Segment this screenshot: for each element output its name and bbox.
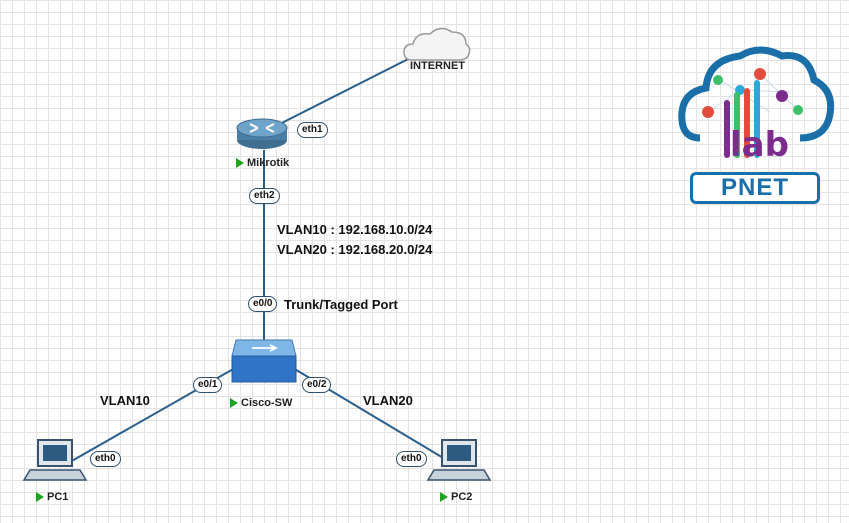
pc1-label-text: PC1	[47, 491, 69, 503]
pc2-label-text: PC2	[451, 491, 473, 503]
node-label-switch[interactable]: Cisco-SW	[230, 397, 292, 409]
port-switch-e00[interactable]: e0/0	[248, 296, 278, 312]
logo-lab-text: lab	[730, 125, 789, 165]
trunk-port-text: Trunk/Tagged Port	[284, 297, 398, 312]
running-icon	[230, 398, 238, 408]
vlan20-subnet-text: VLAN20 : 192.168.20.0/24	[277, 242, 433, 257]
port-mikrotik-eth1[interactable]: eth1	[297, 122, 328, 138]
pc1-icon[interactable]	[22, 439, 88, 481]
link-mikrotik-internet[interactable]	[263, 47, 431, 133]
port-switch-e01[interactable]: e0/1	[193, 377, 223, 393]
cloud-icon[interactable]	[403, 27, 471, 61]
node-label-pc1[interactable]: PC1	[36, 491, 68, 503]
vlan10-label: VLAN10	[100, 393, 150, 408]
running-icon	[440, 492, 448, 502]
switch-icon[interactable]	[231, 339, 297, 383]
node-label-pc2[interactable]: PC2	[440, 491, 472, 503]
port-switch-e02[interactable]: e0/2	[302, 377, 332, 393]
logo-pnet-text: PNET	[690, 172, 820, 204]
internet-label-text: INTERNET	[410, 60, 465, 72]
port-pc2-eth0[interactable]: eth0	[396, 451, 427, 467]
switch-label-text: Cisco-SW	[241, 397, 293, 409]
running-icon	[236, 158, 244, 168]
vlan20-label: VLAN20	[363, 393, 413, 408]
port-pc1-eth0[interactable]: eth0	[90, 451, 121, 467]
mikrotik-label-text: Mikrotik	[247, 157, 290, 169]
pnet-logo-icon	[678, 46, 835, 158]
pc2-icon[interactable]	[426, 439, 492, 481]
port-mikrotik-eth2[interactable]: eth2	[249, 188, 280, 204]
node-label-internet[interactable]: INTERNET	[410, 60, 465, 72]
vlan10-subnet-text: VLAN10 : 192.168.10.0/24	[277, 222, 433, 237]
running-icon	[36, 492, 44, 502]
node-label-mikrotik[interactable]: Mikrotik	[236, 157, 289, 169]
router-icon[interactable]	[236, 118, 288, 149]
